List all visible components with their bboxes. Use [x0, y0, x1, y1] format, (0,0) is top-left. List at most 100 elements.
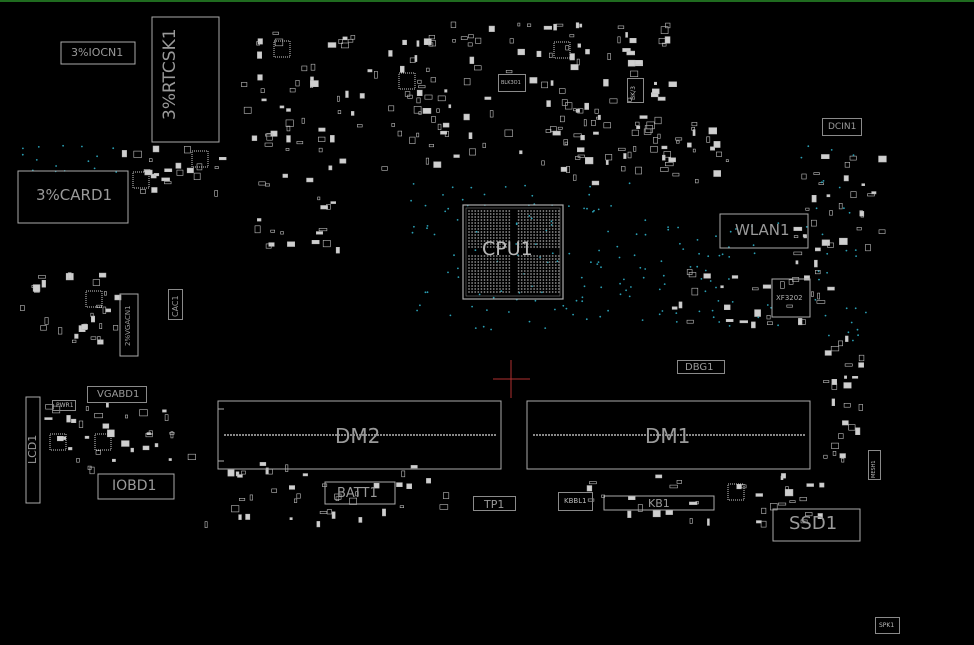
smd-pad — [404, 91, 411, 97]
wlan-label[interactable]: WLAN1 — [735, 221, 790, 239]
bga-ball — [489, 219, 492, 221]
bga-ball — [523, 258, 526, 260]
ssd-label[interactable]: SSD1 — [789, 513, 838, 534]
iocn-outline — [60, 41, 136, 65]
mesh-box[interactable]: MESH1 — [868, 450, 881, 480]
bga-ball — [542, 219, 545, 221]
bga-ball — [496, 225, 498, 227]
via — [457, 267, 459, 270]
bga-ball — [554, 285, 557, 287]
via — [451, 186, 454, 189]
xf-label[interactable]: XF3202 — [776, 294, 803, 302]
dimm-slot-dm2[interactable] — [217, 400, 502, 470]
bga-ball — [480, 291, 483, 293]
smd-pad — [266, 133, 273, 141]
sb-box[interactable]: BK/3 — [627, 78, 644, 103]
pwr-box[interactable]: PWR1 — [52, 400, 76, 411]
bga-ball — [539, 219, 542, 221]
dm2-label[interactable]: DM2 — [335, 424, 381, 448]
bga-ball — [489, 255, 492, 257]
bga-ball — [530, 228, 532, 230]
smd-pad — [706, 136, 711, 143]
spk-box[interactable]: SPK1 — [875, 617, 900, 634]
cpu-label[interactable]: CPU1 — [482, 238, 533, 260]
bga-ball — [558, 243, 560, 245]
bga-ball — [489, 267, 492, 269]
smd-pad — [184, 146, 191, 154]
bga-ball — [508, 228, 511, 230]
bga-ball — [536, 225, 539, 227]
bga-ball — [474, 255, 477, 257]
smd-pad — [81, 324, 88, 330]
bga-ball — [539, 231, 542, 233]
bga-ball — [471, 246, 473, 248]
batt-label[interactable]: BATT1 — [337, 486, 378, 501]
smd-pad — [842, 420, 849, 426]
via — [715, 286, 717, 289]
iobd-label[interactable]: IOBD1 — [112, 478, 157, 494]
smd-pad — [664, 36, 671, 44]
bga-ball — [536, 219, 539, 221]
via — [821, 233, 824, 236]
via — [822, 180, 825, 182]
bga-ball — [508, 291, 511, 293]
smd-pad — [595, 116, 600, 120]
bga-ball — [474, 282, 477, 284]
rtcsk-label[interactable]: 3%RTCSK1 — [160, 28, 180, 120]
dm1-label[interactable]: DM1 — [645, 424, 691, 448]
smd-pad — [176, 169, 184, 176]
via — [411, 231, 414, 234]
via — [556, 260, 559, 263]
smd-pad — [818, 182, 824, 185]
dimm-slot-dm1[interactable] — [526, 400, 811, 470]
vgacn-label[interactable]: 2%VGACN1 — [124, 305, 132, 346]
bga-ball — [517, 219, 520, 221]
vgabd-box[interactable]: VGABD1 — [87, 386, 147, 403]
bga-ball — [471, 258, 473, 260]
bga-ball — [533, 285, 535, 287]
bga-ball — [545, 267, 548, 269]
bga-ball — [530, 234, 532, 236]
blk-box[interactable]: BLK3O1 — [498, 74, 526, 92]
dcin-box[interactable]: DCIN1 — [822, 118, 862, 136]
via — [667, 226, 669, 229]
smd-pad — [418, 85, 426, 89]
smd-pad — [241, 82, 248, 87]
bga-ball — [536, 276, 539, 278]
bga-ball — [502, 228, 504, 230]
dbg-label: DBG1 — [685, 362, 714, 373]
via — [562, 304, 565, 307]
bga-ball — [530, 213, 532, 215]
bga-ball — [533, 267, 535, 269]
smd-pad — [270, 229, 276, 233]
smd-pad — [149, 158, 153, 162]
dbg-box[interactable]: DBG1 — [677, 360, 725, 374]
bga-ball — [480, 210, 483, 212]
bga-ball — [496, 228, 498, 230]
bga-ball — [558, 285, 560, 287]
smd-pad — [428, 34, 435, 40]
bga-ball — [502, 225, 504, 227]
kbbl-box[interactable]: KBBL1 — [558, 492, 593, 511]
lcd-label[interactable]: LCD1 — [26, 434, 39, 464]
bga-ball — [527, 264, 529, 266]
via — [852, 154, 855, 157]
tp-box[interactable]: TP1 — [473, 496, 516, 511]
card-label[interactable]: 3%CARD1 — [36, 186, 113, 204]
bga-ball — [492, 264, 495, 266]
bga-ball — [499, 234, 501, 236]
bga-ball — [520, 243, 523, 245]
bga-ball — [480, 237, 483, 239]
smd-pad — [843, 382, 852, 389]
kb-label[interactable]: KB1 — [648, 497, 670, 510]
smd-pad — [96, 304, 102, 308]
iocn-box[interactable]: 3%IOCN1 — [61, 42, 135, 64]
bga-ball — [527, 243, 529, 245]
bga-ball — [527, 216, 529, 218]
smd-pad — [517, 48, 525, 56]
cpu-package[interactable] — [462, 204, 564, 300]
cac-box[interactable]: CAC1 — [168, 289, 183, 320]
via — [586, 207, 588, 210]
bga-ball — [530, 273, 532, 275]
